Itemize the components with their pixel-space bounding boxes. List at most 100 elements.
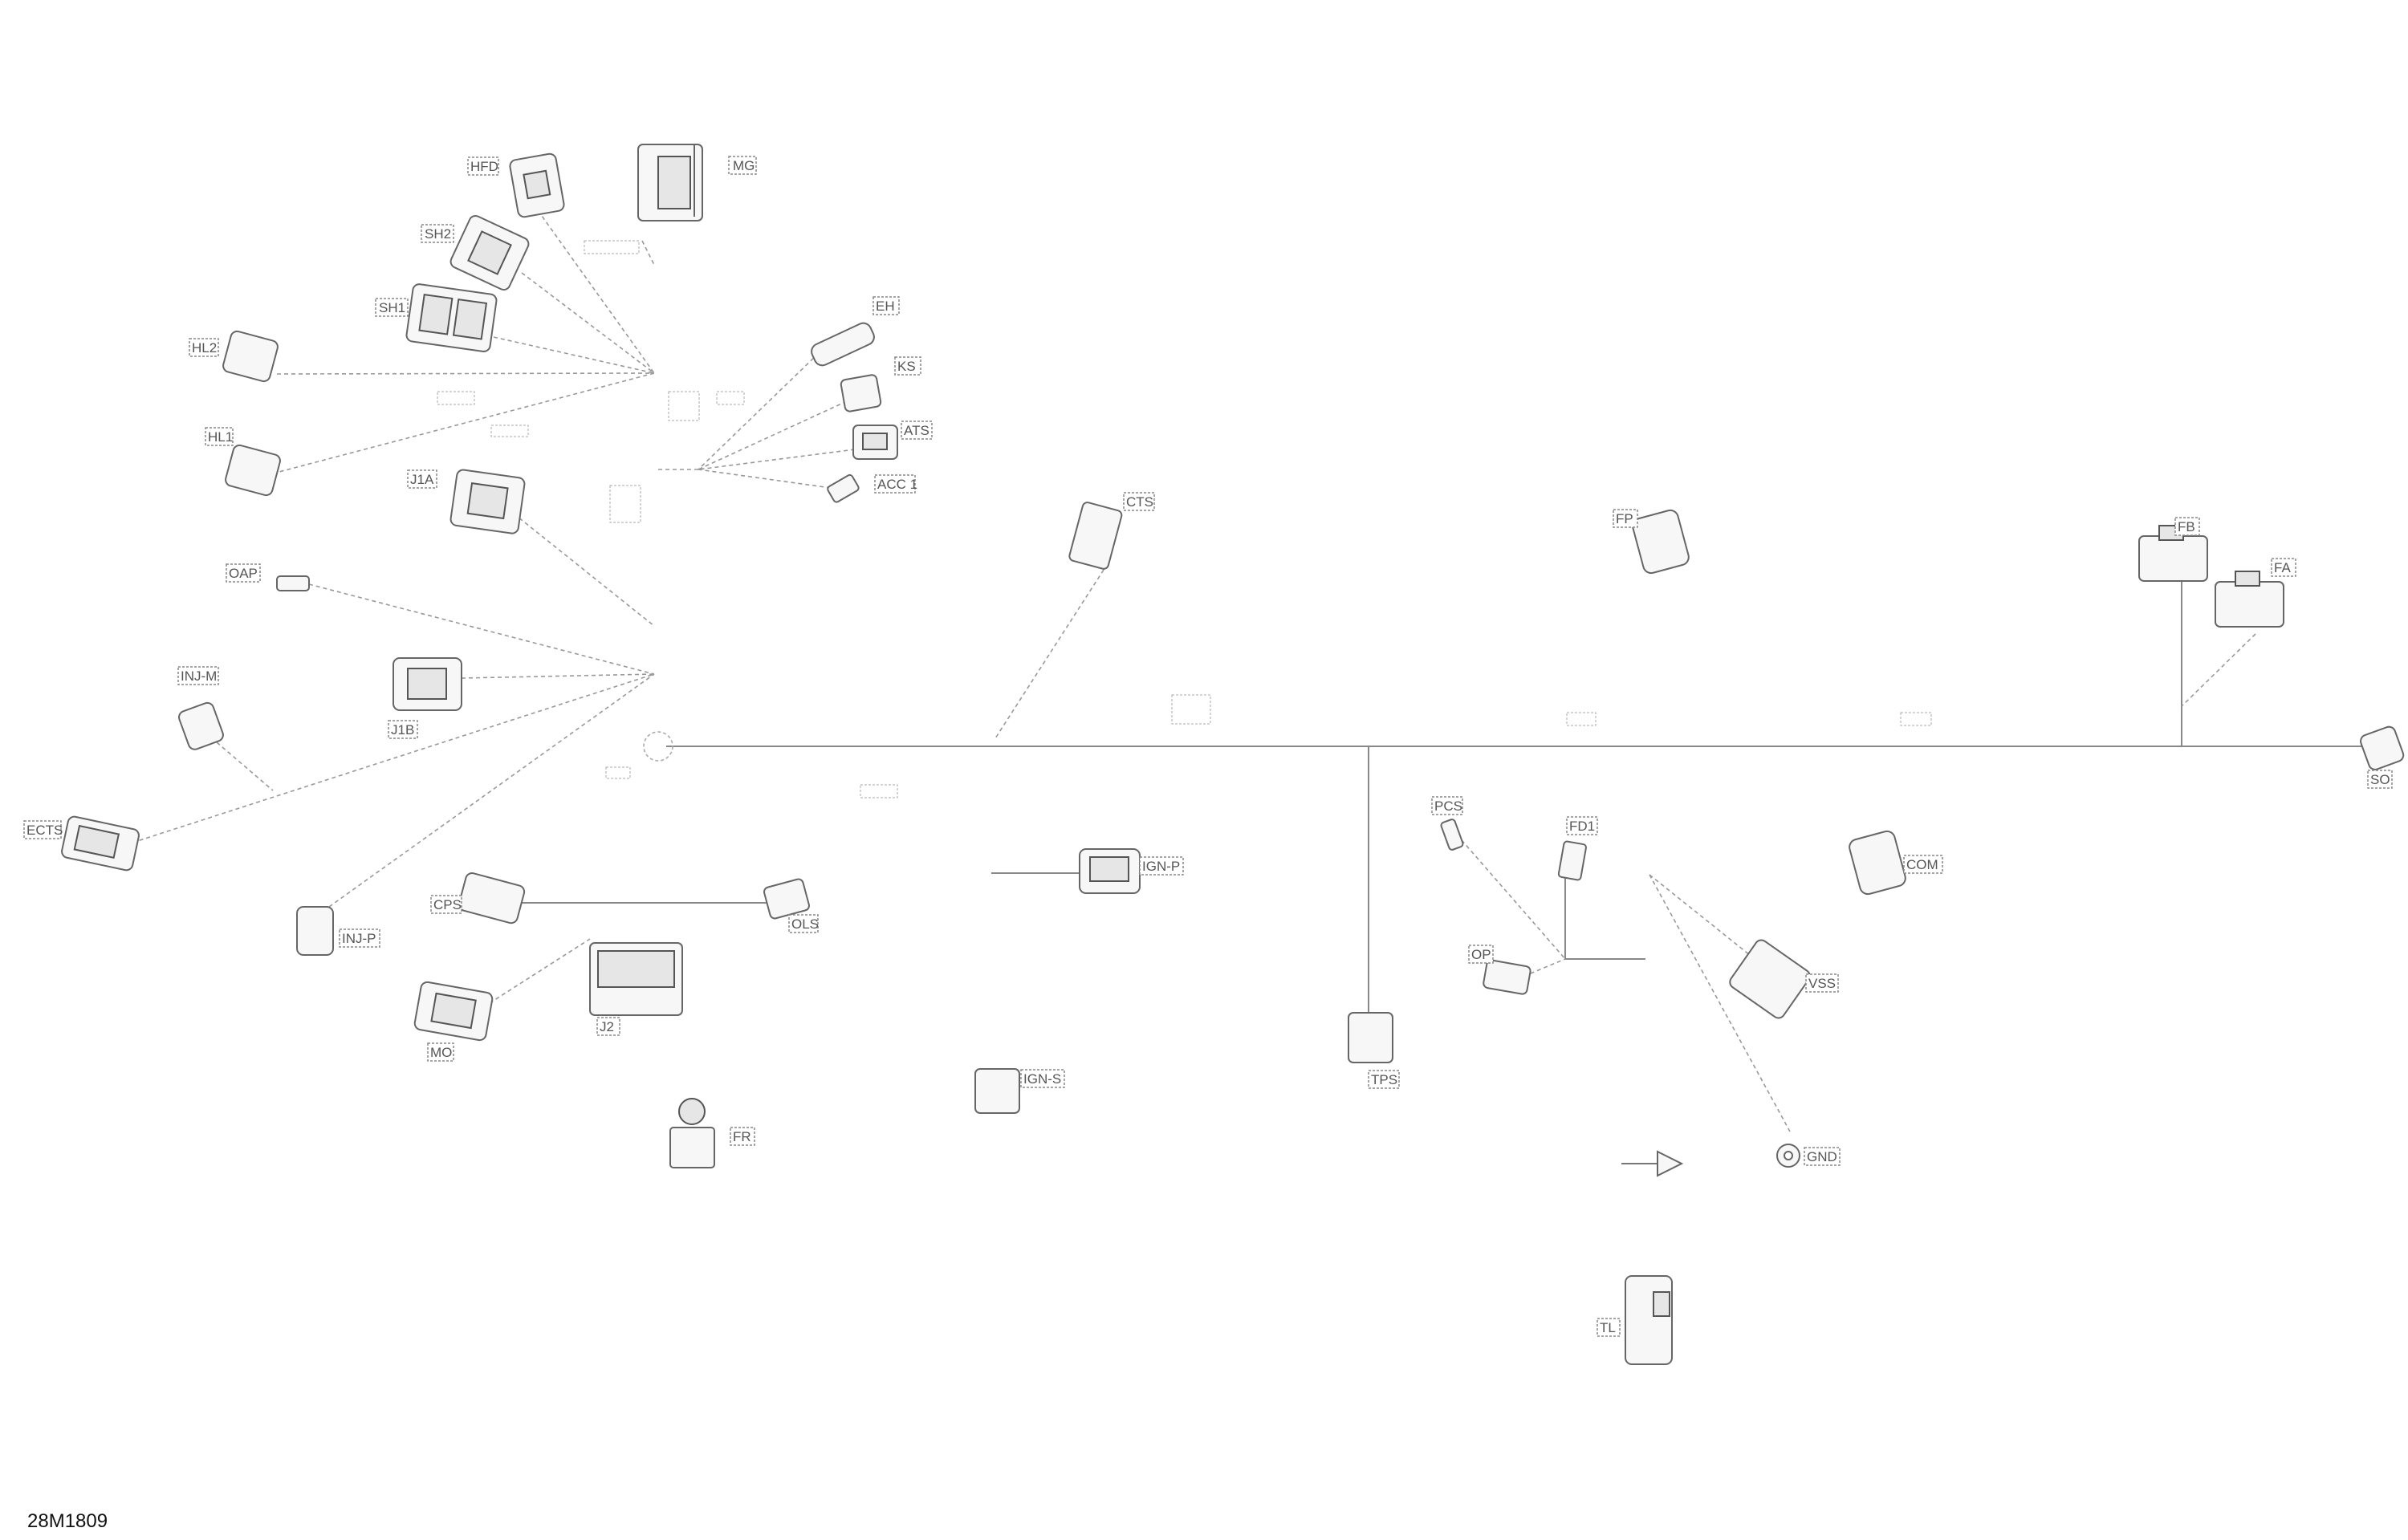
label-fd1-box [1566, 816, 1598, 835]
label-hl1-box [205, 427, 234, 446]
note-4 [668, 391, 700, 421]
label-tl-text: TL [1600, 1320, 1616, 1335]
label-mg: MG [728, 156, 757, 175]
ign-p-port [1089, 856, 1129, 882]
mo-connector [413, 981, 494, 1042]
label-hl1-text: HL1 [208, 429, 233, 445]
hl1-body [225, 444, 281, 497]
label-fr-box [730, 1127, 755, 1146]
label-j2-box [596, 1017, 620, 1036]
label-vss-box [1805, 973, 1839, 993]
label-gnd-text: GND [1807, 1149, 1837, 1164]
label-fa-text: FA [2274, 560, 2291, 575]
label-oap-text: OAP [229, 566, 258, 581]
note-10 [860, 784, 898, 798]
acc1-body [827, 473, 860, 503]
label-cts-text: CTS [1126, 494, 1153, 510]
fp-connector [1632, 509, 1690, 575]
leader-hl2 [276, 372, 655, 375]
label-cps: CPS [430, 895, 462, 914]
label-j1a-box [407, 469, 437, 489]
label-ols: OLS [788, 914, 819, 933]
sh1-port-b [452, 298, 488, 340]
tl-body [1625, 1275, 1673, 1365]
leader-gnd [1649, 874, 1791, 1132]
j2-connector [589, 942, 683, 1016]
ign-p-connector [1079, 848, 1141, 894]
ats-connector [852, 425, 898, 460]
label-hl2-text: HL2 [192, 340, 217, 356]
oap-body [276, 575, 310, 591]
leader-pcs [1456, 834, 1566, 960]
ign-s-connector [974, 1068, 1020, 1114]
label-ign-s: IGN-S [1020, 1069, 1065, 1088]
inj-m-body [178, 701, 224, 750]
cps-body [458, 872, 526, 924]
label-fr-text: FR [733, 1129, 751, 1144]
leader-eh [698, 352, 820, 470]
tps-connector [1348, 1012, 1393, 1063]
fp-body [1632, 509, 1690, 575]
fr-knob [678, 1098, 706, 1125]
leader-sh2 [521, 272, 655, 374]
vss-connector [1729, 939, 1811, 1019]
so-connector [2360, 725, 2405, 770]
splice-node [643, 731, 673, 762]
label-inj-m-box [177, 666, 219, 685]
label-fb-box [2174, 517, 2200, 536]
label-fr: FR [730, 1127, 755, 1146]
label-j1b-text: J1B [391, 722, 414, 737]
leader-acc1 [698, 469, 832, 489]
leader-inj-m [216, 742, 274, 791]
leader-hl1 [272, 372, 655, 474]
label-gnd-box [1804, 1147, 1841, 1166]
gnd-hole [1784, 1151, 1793, 1160]
label-so-text: SO [2370, 772, 2390, 787]
tps-body [1348, 1012, 1393, 1063]
note-6 [609, 485, 641, 523]
label-fp: FP [1613, 509, 1638, 528]
leader-inj-p [328, 673, 655, 908]
j1a-connector [449, 469, 526, 534]
leader-ats [698, 449, 856, 470]
label-inj-m: INJ-M [177, 666, 219, 685]
label-oap-box [226, 563, 261, 583]
note-2 [437, 391, 475, 405]
label-com-text: COM [1906, 857, 1938, 872]
note-9 [1900, 712, 1932, 726]
sh1-port-a [418, 293, 454, 335]
leader-mo [489, 938, 591, 1004]
fa-connector [2215, 571, 2284, 628]
pcs-sensor [1440, 819, 1464, 851]
note-11 [605, 766, 631, 779]
tl-connector [1625, 1275, 1673, 1365]
leader-j1a [513, 513, 655, 627]
connector-labels: MG HFD SH2 SH1 HL2 HL1 J1A OAP [23, 156, 2393, 1337]
label-ats-box [901, 421, 933, 440]
terminal-clip-head [1657, 1150, 1684, 1177]
leader-fa [2181, 633, 2256, 707]
sh2-port [467, 230, 512, 275]
label-sh1-text: SH1 [379, 300, 405, 315]
op-body [1483, 959, 1531, 995]
j2-port [597, 950, 675, 988]
so-body [2360, 725, 2405, 770]
terminal-clip [1621, 1150, 1684, 1177]
label-hl2-box [189, 338, 219, 357]
label-acc1-text: ACC 1 [877, 477, 917, 492]
label-j2-text: J2 [600, 1019, 614, 1034]
label-hl1: HL1 [205, 427, 234, 446]
cps-connector [458, 872, 526, 924]
label-tps: TPS [1368, 1070, 1400, 1089]
label-ects: ECTS [23, 820, 63, 839]
label-cps-text: CPS [433, 897, 462, 912]
label-hfd: HFD [467, 156, 499, 176]
leader-cts [995, 569, 1104, 739]
label-fp-text: FP [1616, 511, 1633, 526]
inj-p-body [296, 906, 334, 956]
label-vss-text: VSS [1808, 976, 1836, 991]
fa-body [2215, 581, 2284, 628]
label-acc1: ACC 1 [874, 474, 917, 494]
label-tl-box [1597, 1318, 1621, 1337]
j1b-port [407, 668, 447, 700]
